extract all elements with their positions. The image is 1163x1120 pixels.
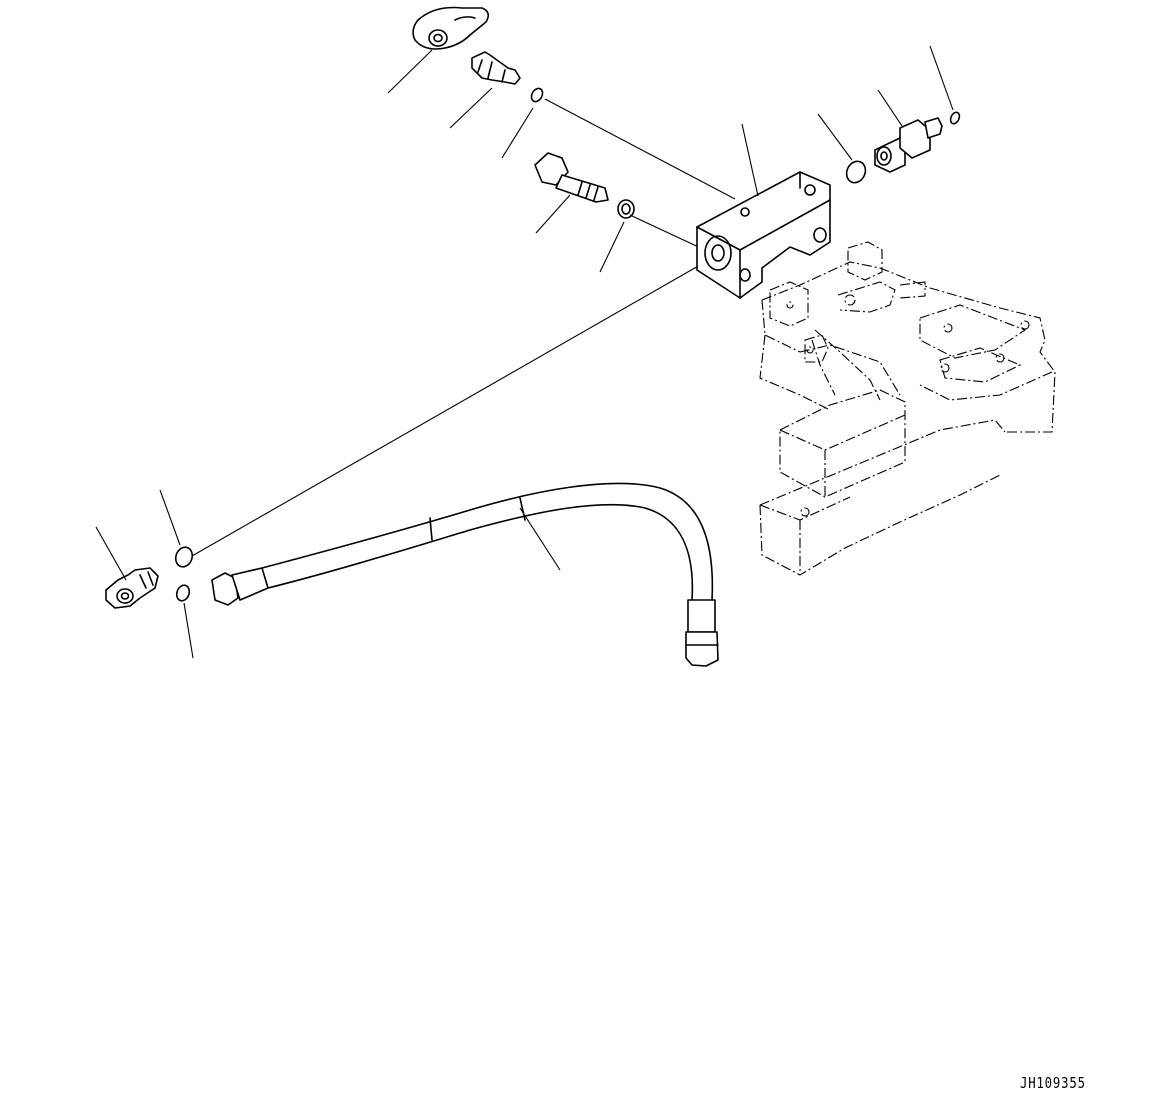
center-lines <box>191 98 736 557</box>
o-ring-small-lower <box>175 584 191 602</box>
o-ring-small-top <box>530 87 544 103</box>
o-ring-large-lower <box>174 546 194 568</box>
plug-sensor <box>874 117 943 173</box>
mounting-frame-phantom <box>759 241 1056 576</box>
mounting-block <box>696 171 831 299</box>
bolt <box>534 152 609 203</box>
banjo-fitting <box>412 6 490 50</box>
straight-adapter <box>471 51 521 85</box>
hose-assembly <box>211 482 719 667</box>
leader-lines <box>95 45 954 659</box>
drawing-reference-code: JH109355 <box>1020 1074 1086 1092</box>
elbow-fitting <box>105 567 159 609</box>
washer <box>617 199 635 219</box>
o-ring-tiny <box>949 111 961 125</box>
o-ring-right <box>845 160 867 184</box>
